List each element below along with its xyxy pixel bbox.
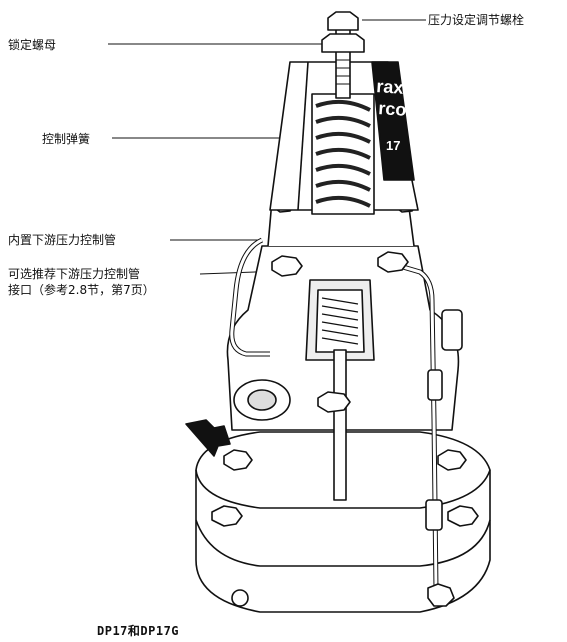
flow-arrow-icon: [185, 419, 231, 457]
valve-body: [226, 197, 463, 501]
adjusting-screw: [321, 11, 365, 99]
base-flange: [195, 431, 491, 613]
figure-caption: DP17和DP17G: [97, 624, 180, 638]
label-pressure-adjust-screw: 压力设定调节螺栓: [428, 13, 525, 27]
label-lock-nut: 锁定螺母: [8, 38, 57, 52]
pipe-fittings: [271, 251, 455, 607]
adjust-screw-head: [327, 11, 359, 31]
label-control-spring: 控制弹簧: [42, 132, 91, 146]
nameplate-model: 17: [386, 138, 400, 153]
control-spring: [311, 93, 375, 215]
base-bolts: [211, 449, 479, 607]
lock-nut: [321, 33, 365, 53]
nameplate-brand-2: rco: [378, 98, 407, 120]
nameplate-brand-1: rax: [376, 76, 404, 98]
main-valve-spring: [321, 297, 359, 345]
nameplate: [371, 61, 415, 181]
label-internal-sensing-pipe: 内置下游压力控制管: [8, 233, 117, 247]
label-optional-sensing-connection-2: 接口（参考2.8节，第7页）: [8, 283, 155, 297]
label-optional-sensing-connection-1: 可选推荐下游压力控制管: [8, 267, 141, 281]
